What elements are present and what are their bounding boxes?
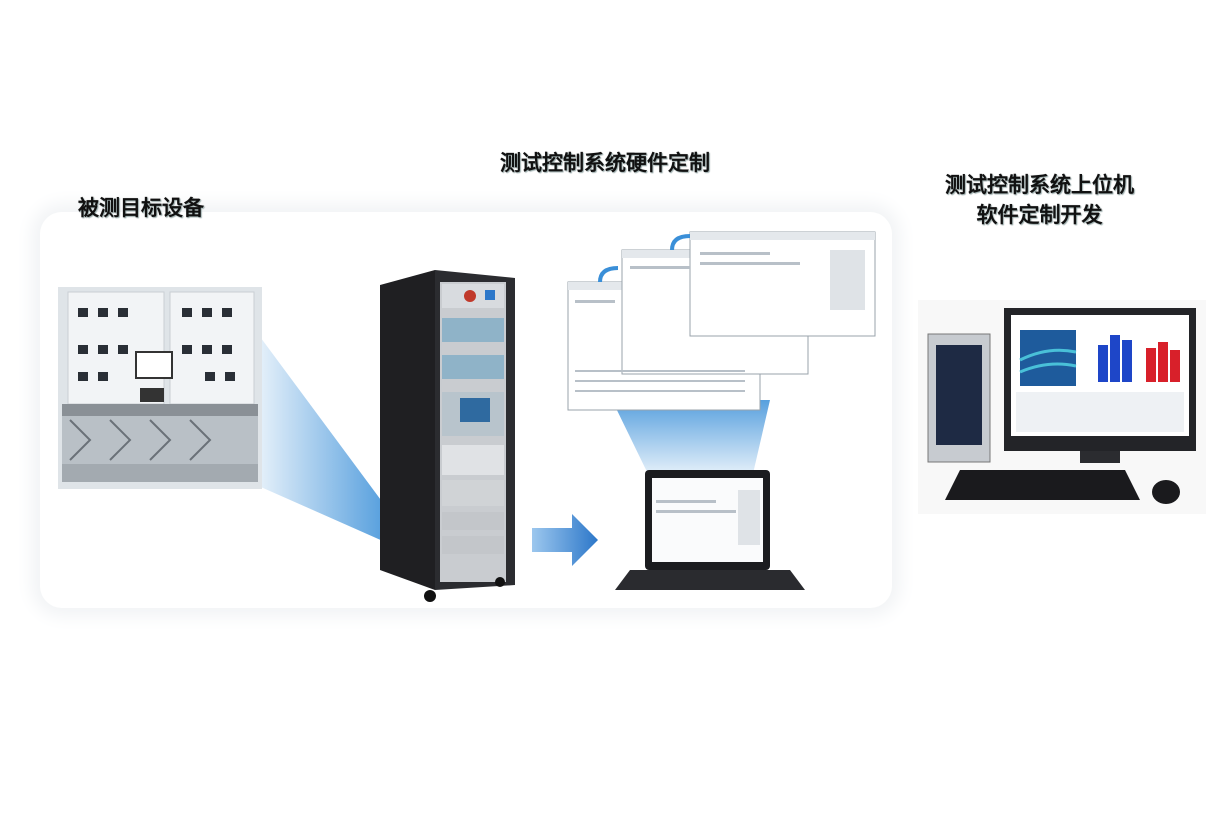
test-bed-title: 被测目标设备 <box>78 196 204 220</box>
software-title: 测试控制系统上位机 软件定制开发 <box>945 170 1134 230</box>
projection-beam-left <box>245 330 392 545</box>
desktop-pc-icon <box>918 300 1206 514</box>
laptop-icon <box>615 470 805 590</box>
hardware-title: 测试控制系统硬件定制 <box>500 151 710 175</box>
software-title-line2: 软件定制开发 <box>976 203 1103 227</box>
software-title-line1: 测试控制系统上位机 <box>945 173 1134 197</box>
test-bench-icon <box>58 287 262 489</box>
server-rack-icon <box>380 270 515 602</box>
software-windows-icon <box>567 231 876 411</box>
right-arrow-icon <box>532 514 598 566</box>
projection-beam-down <box>612 400 770 478</box>
